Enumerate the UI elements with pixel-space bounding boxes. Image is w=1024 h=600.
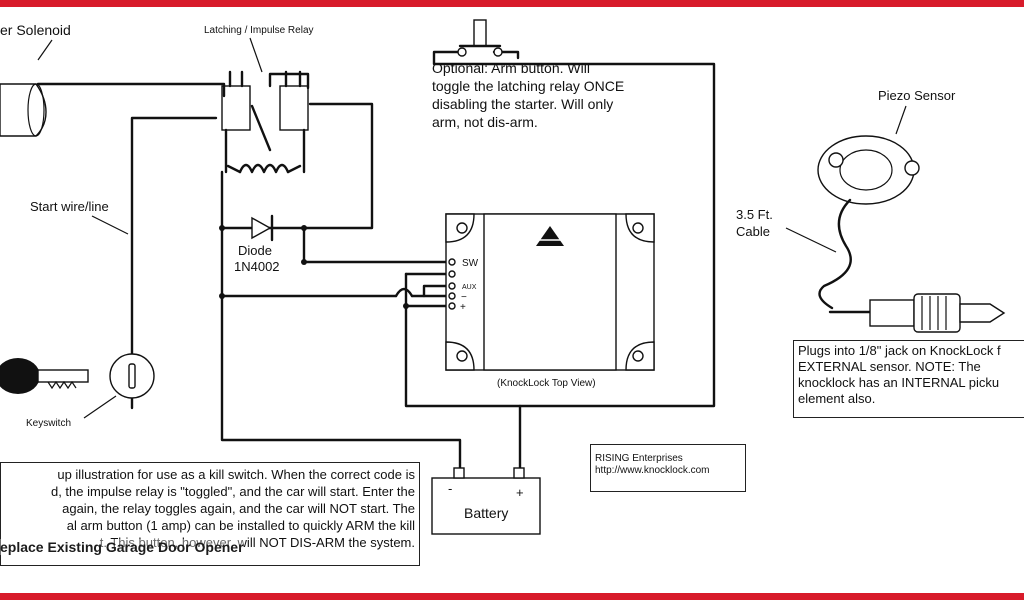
arm-note-line: Optional: Arm button. Will	[432, 60, 590, 76]
solenoid-label: er Solenoid	[0, 22, 71, 38]
start-wire-pointer	[91, 215, 129, 235]
cable-pointer	[785, 227, 837, 253]
starter-solenoid	[0, 39, 53, 137]
arm-note-line: arm, not dis-arm.	[432, 114, 538, 130]
knocklock-caption: (KnockLock Top View)	[497, 378, 596, 389]
relay-label: Latching / Impulse Relay	[204, 25, 314, 36]
arm-note-line: disabling the starter. Will only	[432, 96, 613, 112]
battery-minus-label: -	[448, 481, 452, 496]
arm-note-line: toggle the latching relay ONCE	[432, 78, 624, 94]
description-caption: up illustration for use as a kill switch…	[0, 462, 420, 566]
sensor-note-line: element also.	[798, 391, 876, 406]
solenoid-to-relay-wire	[36, 82, 226, 98]
sensor-note-line: knocklock has an INTERNAL picku	[798, 375, 1000, 390]
knocklock-module	[445, 213, 655, 371]
piezo-label: Piezo Sensor	[878, 88, 956, 103]
frame-top-border	[0, 0, 1024, 7]
knocklock-terminals	[448, 258, 456, 310]
relay-crossover-wire	[268, 72, 310, 90]
start-wire	[130, 116, 218, 410]
battery-plus-label: +	[516, 485, 524, 500]
company-url: http://www.knocklock.com	[595, 465, 710, 476]
cable-label: 3.5 Ft.	[736, 207, 773, 222]
arm-note: Optional: Arm button. Will toggle the la…	[432, 60, 628, 130]
sensor-note-line: Plugs into 1/8" jack on KnockLock f	[798, 343, 1001, 358]
diode-part-label: 1N4002	[234, 259, 280, 274]
company-name: RISING Enterprises	[595, 453, 683, 464]
battery	[431, 467, 541, 535]
start-wire-label: Start wire/line	[30, 199, 109, 214]
terminal-aux-label: AUX	[462, 284, 477, 291]
frame-bottom-border	[0, 593, 1024, 600]
relay-to-sw-wire	[302, 102, 450, 264]
piezo-sensor-icon	[817, 135, 920, 310]
latching-relay	[221, 70, 309, 174]
piezo-pointer	[895, 105, 907, 135]
caption-line: d, the impulse relay is "toggled", and t…	[50, 484, 415, 499]
battery-label: Battery	[464, 505, 508, 521]
terminal-minus-label: −	[461, 292, 467, 303]
caption-line: up illustration for use as a kill switch…	[57, 467, 415, 482]
diode-1n4002	[251, 214, 274, 242]
rising-enterprises-box: RISING Enterprises http://www.knocklock.…	[590, 444, 746, 492]
ignition-key-icon	[0, 358, 89, 394]
sensor-note-line: EXTERNAL sensor. NOTE: The	[798, 359, 981, 374]
overlay-title: eplace Existing Garage Door Opener	[0, 539, 244, 555]
keyswitch-pointer	[83, 395, 117, 419]
terminal-sw-label: SW	[462, 258, 479, 269]
keyswitch-label: Keyswitch	[26, 418, 71, 429]
caption-line: al arm button (1 amp) can be installed t…	[66, 518, 415, 533]
ground-wire	[220, 170, 462, 476]
cable-label: Cable	[736, 224, 770, 239]
relay-pointer	[249, 37, 263, 73]
arm-button	[457, 19, 503, 57]
terminal-plus-label: +	[460, 302, 466, 313]
caption-line: again, the relay toggles again, and the …	[62, 501, 415, 516]
battery-plus-wire	[404, 272, 522, 476]
diode-label: Diode	[238, 243, 272, 258]
caption-line: t. This button, however, will NOT DIS-AR…	[99, 535, 415, 550]
audio-plug-icon	[828, 293, 1006, 333]
keyswitch-icon	[109, 353, 155, 399]
sensor-note-box: Plugs into 1/8" jack on KnockLock f EXTE…	[793, 340, 1024, 418]
